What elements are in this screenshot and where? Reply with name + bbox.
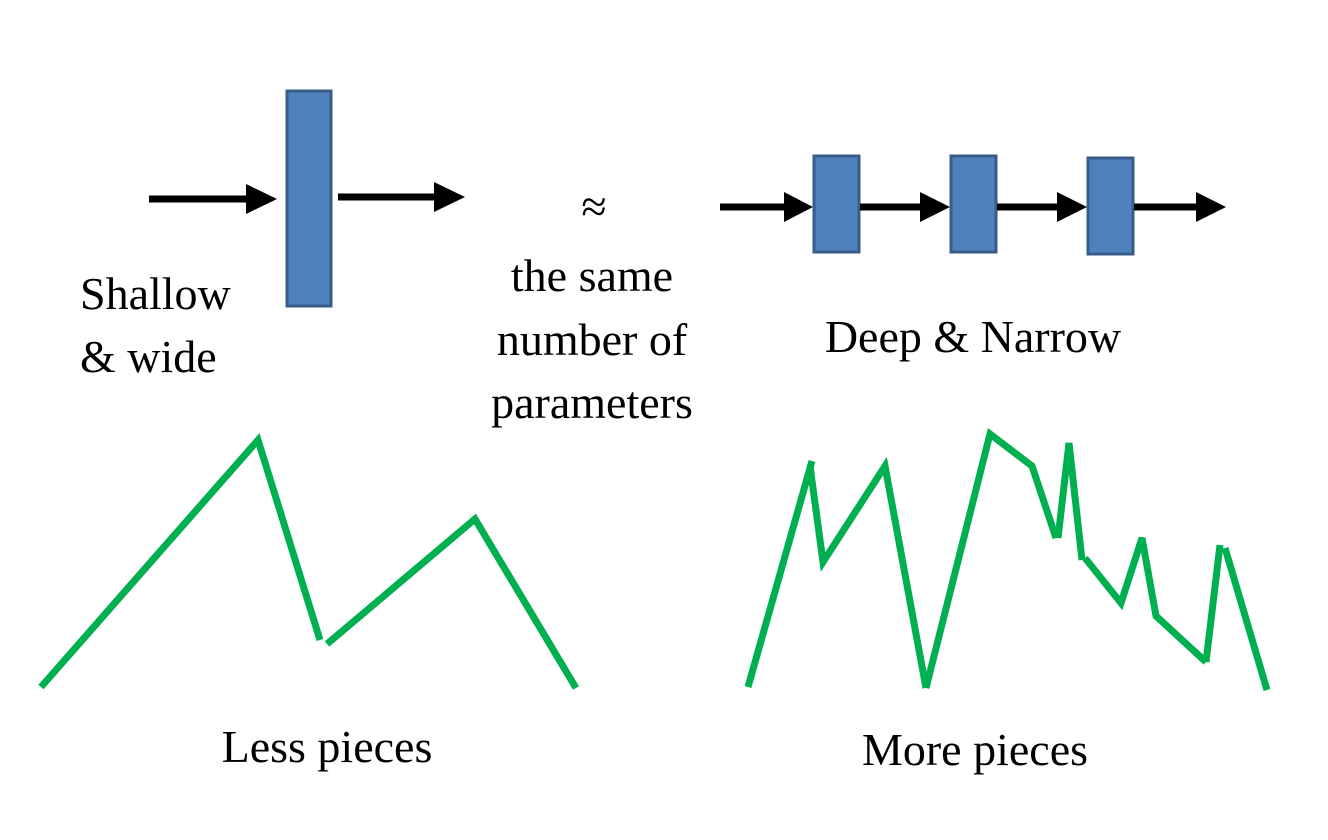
- shallow-label-line1: Shallow: [80, 268, 232, 319]
- deep-arrow-head-3: [1057, 192, 1087, 222]
- many-pieces-function: [744, 428, 1271, 691]
- deep-layer-block-2: [949, 154, 998, 254]
- many-pieces-segment-1: [744, 460, 816, 688]
- same-params-line2: number of: [497, 314, 688, 365]
- shallow-wide-layer-block: [285, 89, 333, 308]
- many-pieces-segment-6: [1202, 544, 1224, 663]
- many-pieces-segment-3: [922, 428, 1060, 689]
- many-pieces-segment-7: [1221, 547, 1271, 691]
- shallow-output-arrow-head: [434, 182, 465, 212]
- shallow-network: [149, 89, 465, 308]
- shallow-label-line2: & wide: [80, 331, 217, 382]
- deep-narrow-label: Deep & Narrow: [825, 311, 1122, 362]
- less-pieces-caption: Less pieces: [222, 721, 433, 772]
- shallow-input-arrow-head: [246, 184, 277, 214]
- more-pieces-caption: More pieces: [862, 724, 1088, 775]
- many-pieces-segment-4: [1054, 442, 1086, 561]
- deep-layer-block-3: [1086, 156, 1135, 256]
- many-pieces-segment-2: [806, 456, 930, 689]
- same-params-line1: the same: [511, 250, 673, 301]
- deep-network: [720, 154, 1226, 256]
- few-pieces-function: [38, 432, 580, 690]
- many-pieces-segment-5: [1082, 536, 1209, 665]
- approx-equal-symbol: ≈: [581, 181, 606, 232]
- deep-input-arrow-head: [784, 192, 813, 222]
- few-pieces-segment-2: [324, 513, 580, 690]
- same-params-line3: parameters: [491, 377, 693, 428]
- deep-layer-block-1: [812, 154, 861, 254]
- few-pieces-segment-1: [38, 432, 324, 690]
- deep-arrow-head-2: [920, 192, 950, 222]
- deep-output-arrow-head: [1196, 192, 1226, 222]
